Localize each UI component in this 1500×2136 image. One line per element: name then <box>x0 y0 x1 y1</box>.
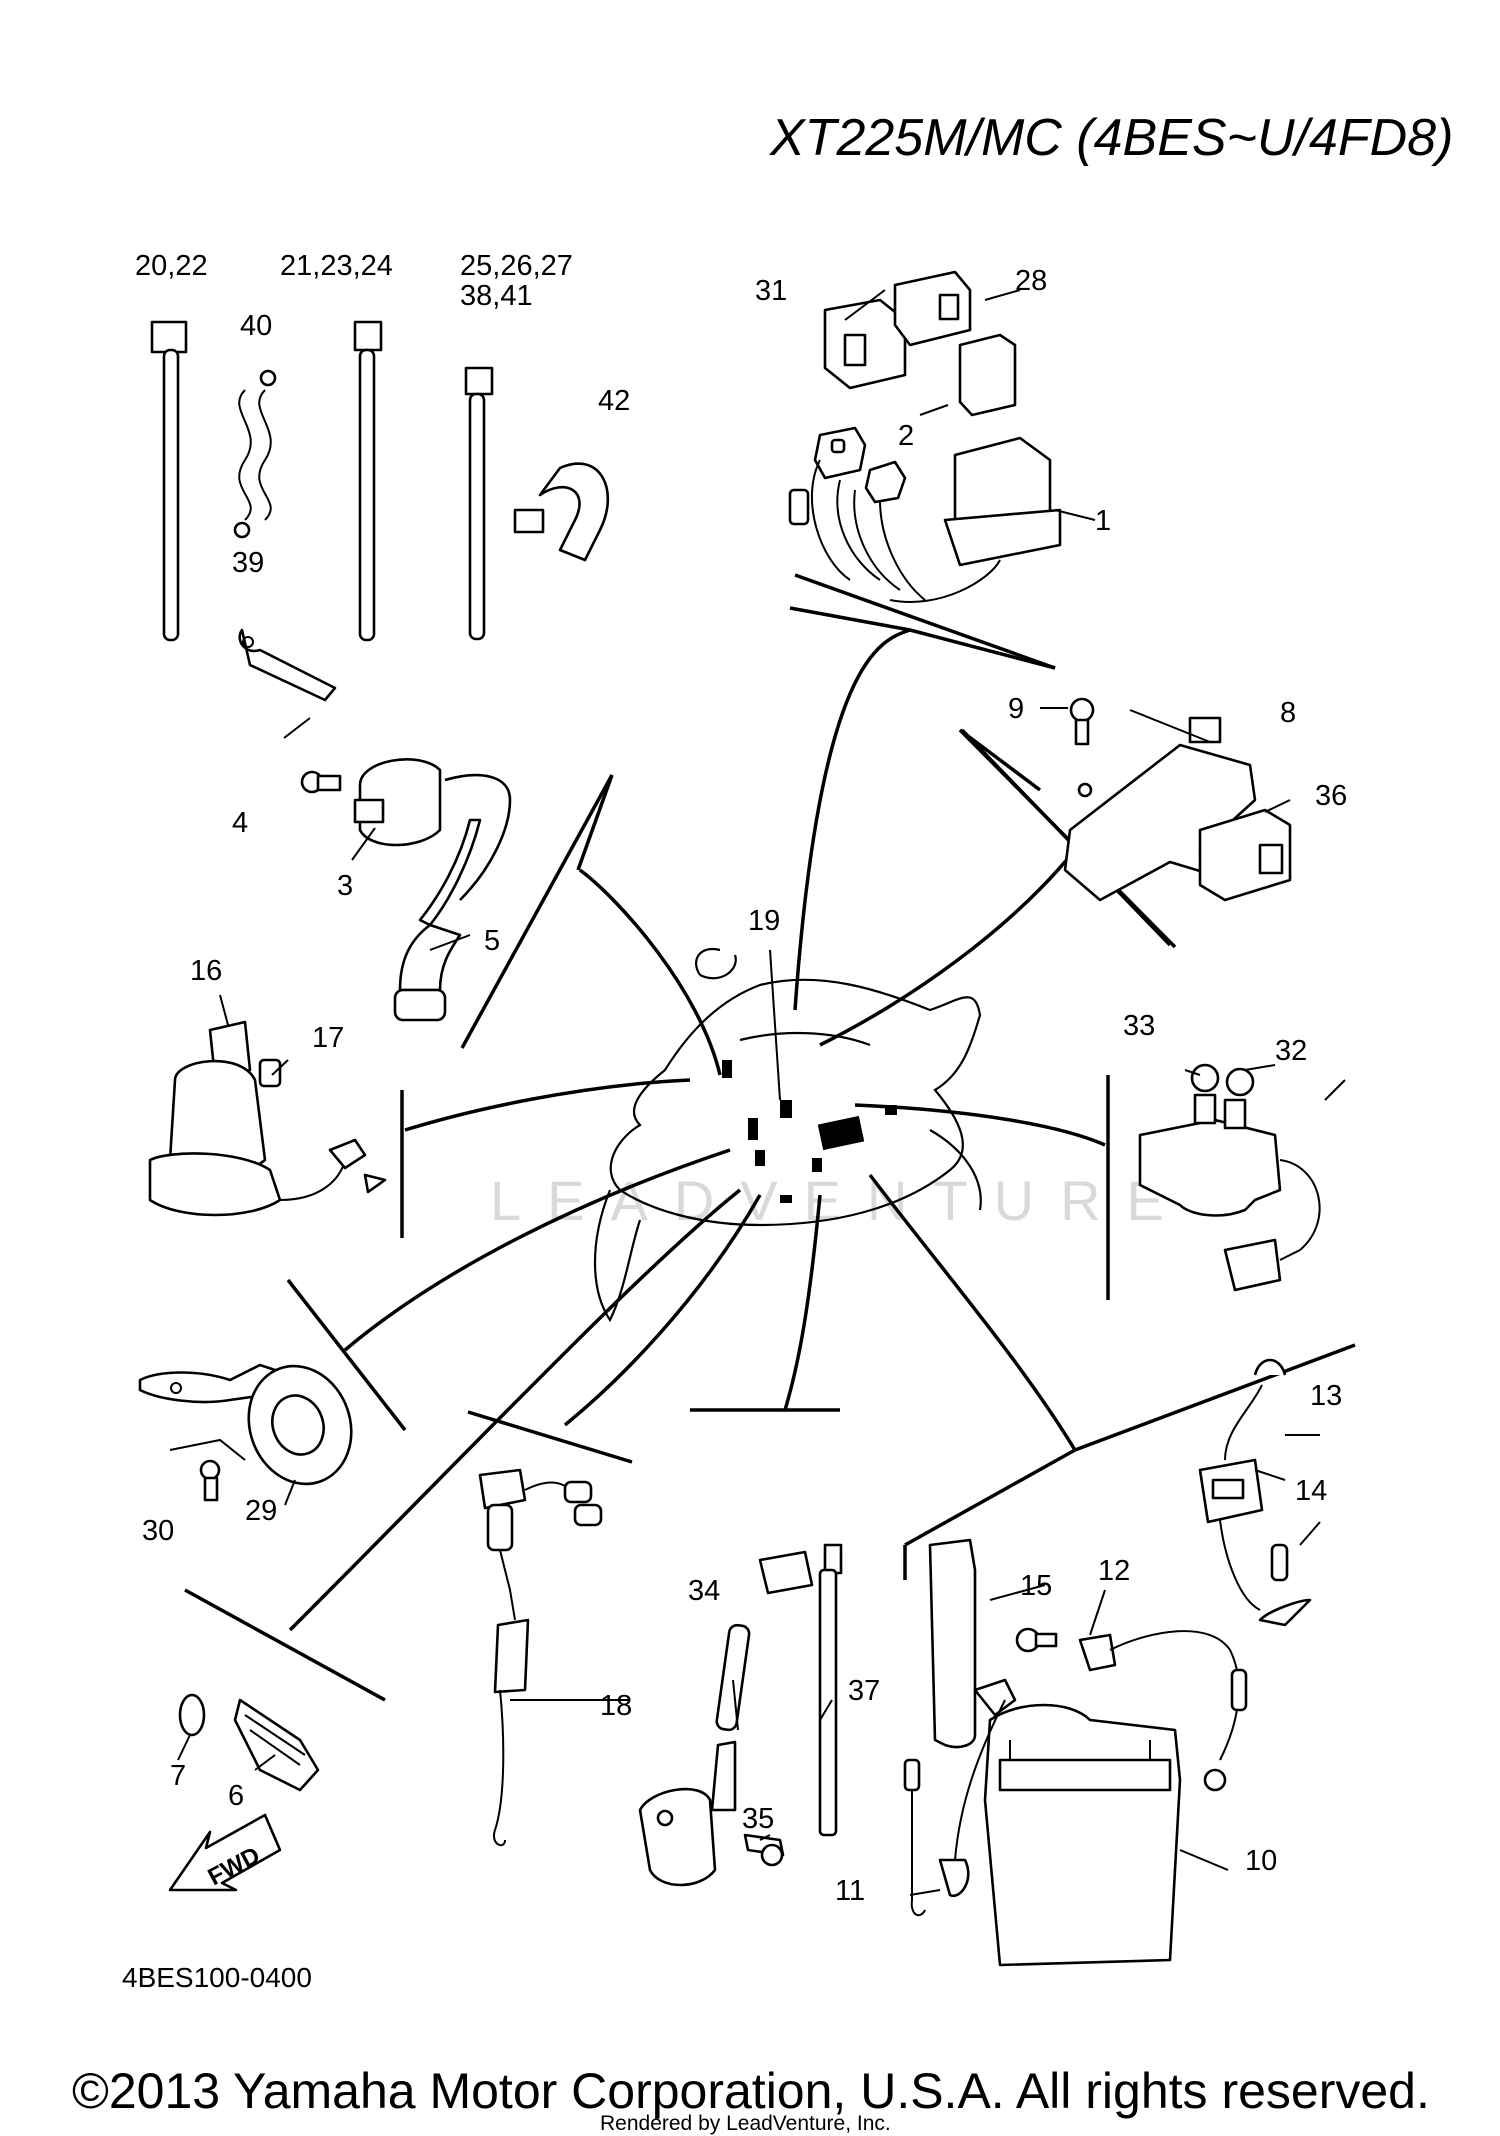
callout-17: 17 <box>312 1022 344 1054</box>
callout-42: 42 <box>598 385 630 417</box>
cable-ties-group <box>150 320 610 702</box>
diagram-code: 4BES100-0400 <box>122 1962 312 1993</box>
callout-18: 18 <box>600 1690 632 1722</box>
ignition-coil-group <box>300 758 512 1022</box>
forward-arrow-icon: FWD <box>168 1813 282 1892</box>
neutral-switch-group <box>178 1693 320 1792</box>
watermark: LEADVENTURE <box>490 1169 1190 1232</box>
callout-39: 39 <box>232 547 264 579</box>
callout-29: 29 <box>245 1495 277 1527</box>
rendered-by: Rendered by LeadVenture, Inc. <box>600 2112 891 2135</box>
rear-brake-switch-group <box>478 1468 603 1847</box>
callout-12: 12 <box>1098 1555 1130 1587</box>
callout-20-22: 20,22 <box>135 250 208 282</box>
motorcycle-outline <box>593 947 982 1323</box>
callout-2: 2 <box>898 420 914 452</box>
group-brackets <box>184 728 1177 1702</box>
callout-11: 11 <box>835 1875 865 1907</box>
callout-25-26-27: 25,26,27 <box>460 250 573 282</box>
callout-38-41: 38,41 <box>460 280 533 312</box>
copyright-notice: ©2013 Yamaha Motor Corporation, U.S.A. A… <box>72 2063 1430 2119</box>
callout-35: 35 <box>742 1803 774 1835</box>
callout-1: 1 <box>1095 505 1111 537</box>
callout-19: 19 <box>748 905 780 937</box>
callout-40: 40 <box>240 310 272 342</box>
main-switch-group <box>148 1020 387 1217</box>
callout-13: 13 <box>1310 1380 1342 1412</box>
callout-30: 30 <box>142 1515 174 1547</box>
callout-4: 4 <box>232 807 248 839</box>
sidestand-switch-group <box>638 1543 843 1887</box>
callout-labels: 20,22 21,23,24 25,26,27 38,41 40 42 39 3… <box>135 250 1347 1907</box>
callout-7: 7 <box>170 1760 186 1792</box>
callout-15: 15 <box>1020 1570 1052 1602</box>
horn-group <box>138 1363 353 1502</box>
callout-33: 33 <box>1123 1010 1155 1042</box>
callout-10: 10 <box>1245 1845 1277 1877</box>
diagram-title: XT225M/MC (4BES~U/4FD8) <box>770 109 1454 167</box>
callout-6: 6 <box>228 1780 244 1812</box>
starter-relay-group <box>1138 1063 1321 1292</box>
callout-9: 9 <box>1008 693 1024 725</box>
callout-5: 5 <box>484 925 500 957</box>
callout-8: 8 <box>1280 697 1296 729</box>
callout-21-23-24: 21,23,24 <box>280 250 393 282</box>
callout-leaders <box>177 289 1346 1896</box>
battery-group <box>903 1358 1312 1967</box>
relays-cdi-group <box>788 270 1062 603</box>
callout-37: 37 <box>848 1675 880 1707</box>
callout-34: 34 <box>688 1575 720 1607</box>
regulator-group <box>1063 697 1292 902</box>
callout-16: 16 <box>190 955 222 987</box>
callout-31: 31 <box>755 275 787 307</box>
callout-14: 14 <box>1295 1475 1327 1507</box>
callout-28: 28 <box>1015 265 1047 297</box>
callout-3: 3 <box>337 870 353 902</box>
callout-32: 32 <box>1275 1035 1307 1067</box>
callout-36: 36 <box>1315 780 1347 812</box>
